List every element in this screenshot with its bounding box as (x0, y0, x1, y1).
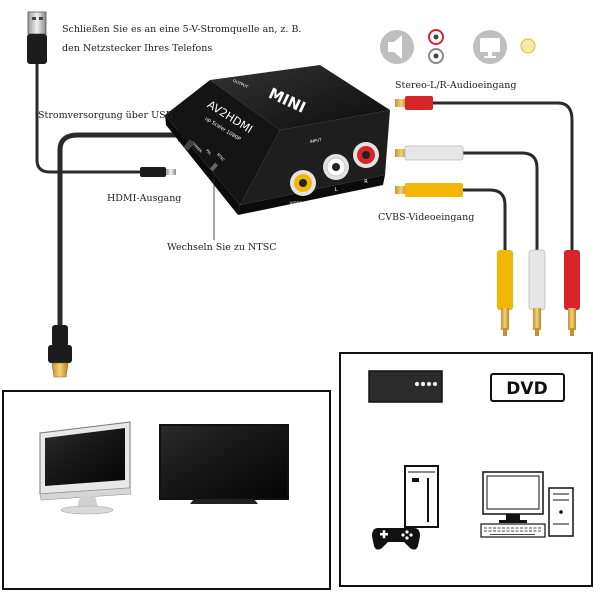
hdmi-cable (57, 132, 185, 330)
yellow-rca-cable (460, 188, 507, 250)
device-output-label: OUTPUT (232, 78, 249, 90)
yellow-dot-icon (520, 38, 536, 54)
red-rca-plug-vertical (564, 250, 580, 336)
device-yellow-jack (290, 170, 316, 196)
yellow-rca-plug-vertical (497, 250, 513, 336)
monitor-icon (473, 30, 507, 64)
device-switch-ntsc: NTSC (216, 152, 226, 162)
device-red-jack (353, 142, 379, 168)
usb-plug-icon (27, 11, 47, 64)
desktop-pc-icon (482, 471, 574, 537)
hdmi-plug-icon (48, 325, 72, 378)
keyboard-icon (480, 523, 546, 538)
power-connector-small (140, 167, 176, 177)
cvbs-in-label: CVBS-Videoeingang (378, 212, 474, 223)
av2hdmi-converter: MINI AV2HDMI up Scaler 1080P OUTPUT INPU… (165, 65, 390, 215)
device-input-label: INPUT (309, 137, 322, 144)
game-console-icon (404, 465, 439, 528)
red-rca-plug (395, 96, 433, 110)
yellow-rca-plug (395, 183, 463, 197)
tv-icon (159, 424, 289, 504)
power-hint-line1: Schließen Sie es an eine 5-V-Stromquelle… (62, 24, 301, 35)
device-white-jack (323, 154, 349, 180)
device-port-r: R (364, 179, 368, 185)
rca-port-icon (428, 29, 444, 64)
usb-power-label: Stromversorgung über USB (38, 110, 173, 121)
ntsc-switch-label: Wechseln Sie zu NTSC (167, 242, 276, 253)
device-power-port (183, 139, 195, 151)
usb-cable (35, 60, 175, 174)
speaker-icon (380, 30, 414, 64)
device-port-l: L (335, 187, 338, 193)
device-port-video: VIDEO (290, 201, 303, 206)
stereo-in-label: Stereo-L/R-Audioeingang (395, 80, 516, 91)
device-ntsc-switch (209, 162, 219, 172)
white-rca-plug (395, 145, 464, 161)
white-rca-plug-vertical (528, 249, 546, 336)
dvd-label: DVD (506, 379, 547, 399)
gamepad-icon (372, 528, 420, 550)
dvd-player-icon: DVD (490, 373, 565, 402)
power-hint-line2: den Netzstecker Ihres Telefons (62, 43, 212, 54)
set-top-box-icon (368, 370, 443, 403)
device-switch-pal: PAL (205, 149, 212, 156)
computer-monitor-icon (39, 421, 132, 515)
white-rca-cable (460, 151, 539, 250)
red-rca-cable (430, 101, 574, 250)
hdmi-out-label: HDMI-Ausgang (107, 193, 181, 204)
